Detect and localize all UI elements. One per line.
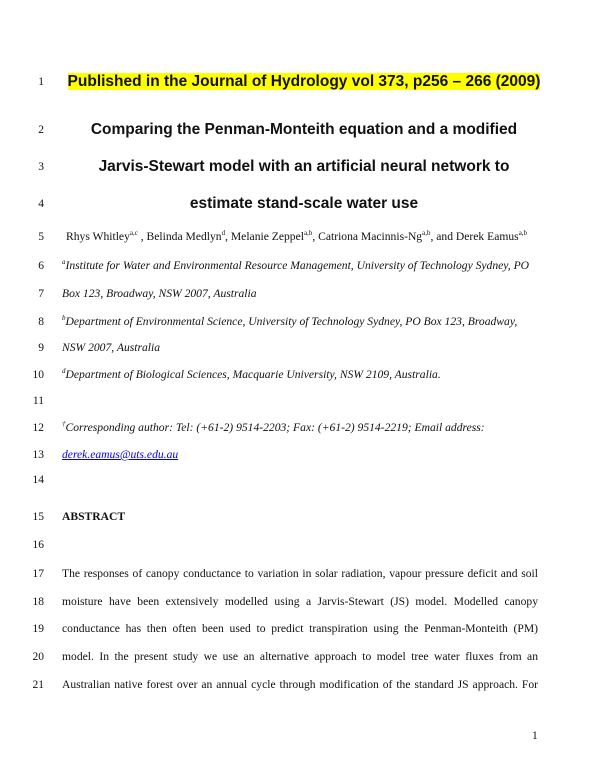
line-number: 16 xyxy=(32,539,45,551)
abstract-line: conductance has then often been used to … xyxy=(62,622,538,635)
abstract-line: moisture have been extensively modelled … xyxy=(62,595,538,608)
separator: , xyxy=(137,230,147,243)
affiliation: aInstitute for Water and Environmental R… xyxy=(62,258,538,273)
corresponding-author: †Corresponding author: Tel: (+61-2) 9514… xyxy=(62,420,538,435)
affiliation: NSW 2007, Australia xyxy=(62,341,161,354)
abstract-heading: ABSTRACT xyxy=(62,510,126,523)
journal-note: Published in the Journal of Hydrology vo… xyxy=(44,73,564,91)
author: Belinda Medlyn xyxy=(146,230,222,243)
abstract-line: Australian native forest over an annual … xyxy=(62,678,538,691)
dagger: † xyxy=(62,420,66,428)
line-number: 17 xyxy=(32,568,45,580)
author-list: Rhys Whitleya,c , Belinda Medlynd, Melan… xyxy=(66,229,542,244)
author-sup: a,b xyxy=(518,229,528,237)
line-number: 8 xyxy=(38,316,44,328)
affiliation-sup: a xyxy=(62,258,66,266)
line-number: 9 xyxy=(38,342,44,354)
line-number: 19 xyxy=(32,623,45,635)
author: Rhys Whitley xyxy=(66,230,130,243)
line-number: 6 xyxy=(38,260,44,272)
affiliation-text: Institute for Water and Environmental Re… xyxy=(65,259,530,272)
line-number: 10 xyxy=(32,369,45,381)
separator: , xyxy=(225,230,231,243)
line-number: 3 xyxy=(38,161,44,173)
title-line: estimate stand-scale water use xyxy=(189,195,419,212)
email-line: derek.eamus@uts.edu.au xyxy=(62,448,538,461)
separator: , xyxy=(312,230,319,243)
line-number: 13 xyxy=(32,449,45,461)
title-line: Jarvis-Stewart model with an artificial … xyxy=(98,158,510,175)
line-number: 12 xyxy=(32,422,45,434)
highlighted-text: Published in the Journal of Hydrology vo… xyxy=(67,73,541,90)
line-number: 20 xyxy=(32,651,45,663)
author: Catriona Macinnis-Ng xyxy=(318,230,423,243)
affiliation-text: Department of Biological Sciences, Macqu… xyxy=(65,368,441,381)
line-number: 1 xyxy=(38,76,44,88)
line-number: 14 xyxy=(32,474,45,486)
abstract-line: The responses of canopy conductance to v… xyxy=(62,567,538,580)
author: Melanie Zeppel xyxy=(230,230,304,243)
author-sup: d xyxy=(221,229,226,237)
email-link[interactable]: derek.eamus@uts.edu.au xyxy=(62,448,179,461)
author-sup: a,b xyxy=(303,229,313,237)
line-number: 11 xyxy=(32,395,44,407)
line-number: 18 xyxy=(32,596,45,608)
affiliation-sup: d xyxy=(62,367,66,375)
page-number: 1 xyxy=(532,730,538,742)
separator: , and xyxy=(430,230,456,243)
title-line: Comparing the Penman-Monteith equation a… xyxy=(90,121,518,138)
line-number: 15 xyxy=(32,511,45,523)
abstract-line: model. In the present study we use an al… xyxy=(62,650,538,663)
line-number: 4 xyxy=(38,198,44,210)
corresponding-text: Corresponding author: Tel: (+61-2) 9514-… xyxy=(65,421,485,434)
affiliation-text: Department of Environmental Science, Uni… xyxy=(65,315,518,328)
affiliation: dDepartment of Biological Sciences, Macq… xyxy=(62,367,538,382)
line-number: 7 xyxy=(38,288,44,300)
line-number: 21 xyxy=(32,679,45,691)
affiliation: Box 123, Broadway, NSW 2007, Australia xyxy=(62,287,257,300)
line-number: 5 xyxy=(38,231,44,243)
affiliation-sup: b xyxy=(62,314,66,322)
affiliation: bDepartment of Environmental Science, Un… xyxy=(62,314,538,329)
author-sup: a,b xyxy=(422,229,431,237)
author: Derek Eamus xyxy=(455,230,519,243)
line-number: 2 xyxy=(38,124,44,136)
author-sup: a,c xyxy=(129,229,138,237)
